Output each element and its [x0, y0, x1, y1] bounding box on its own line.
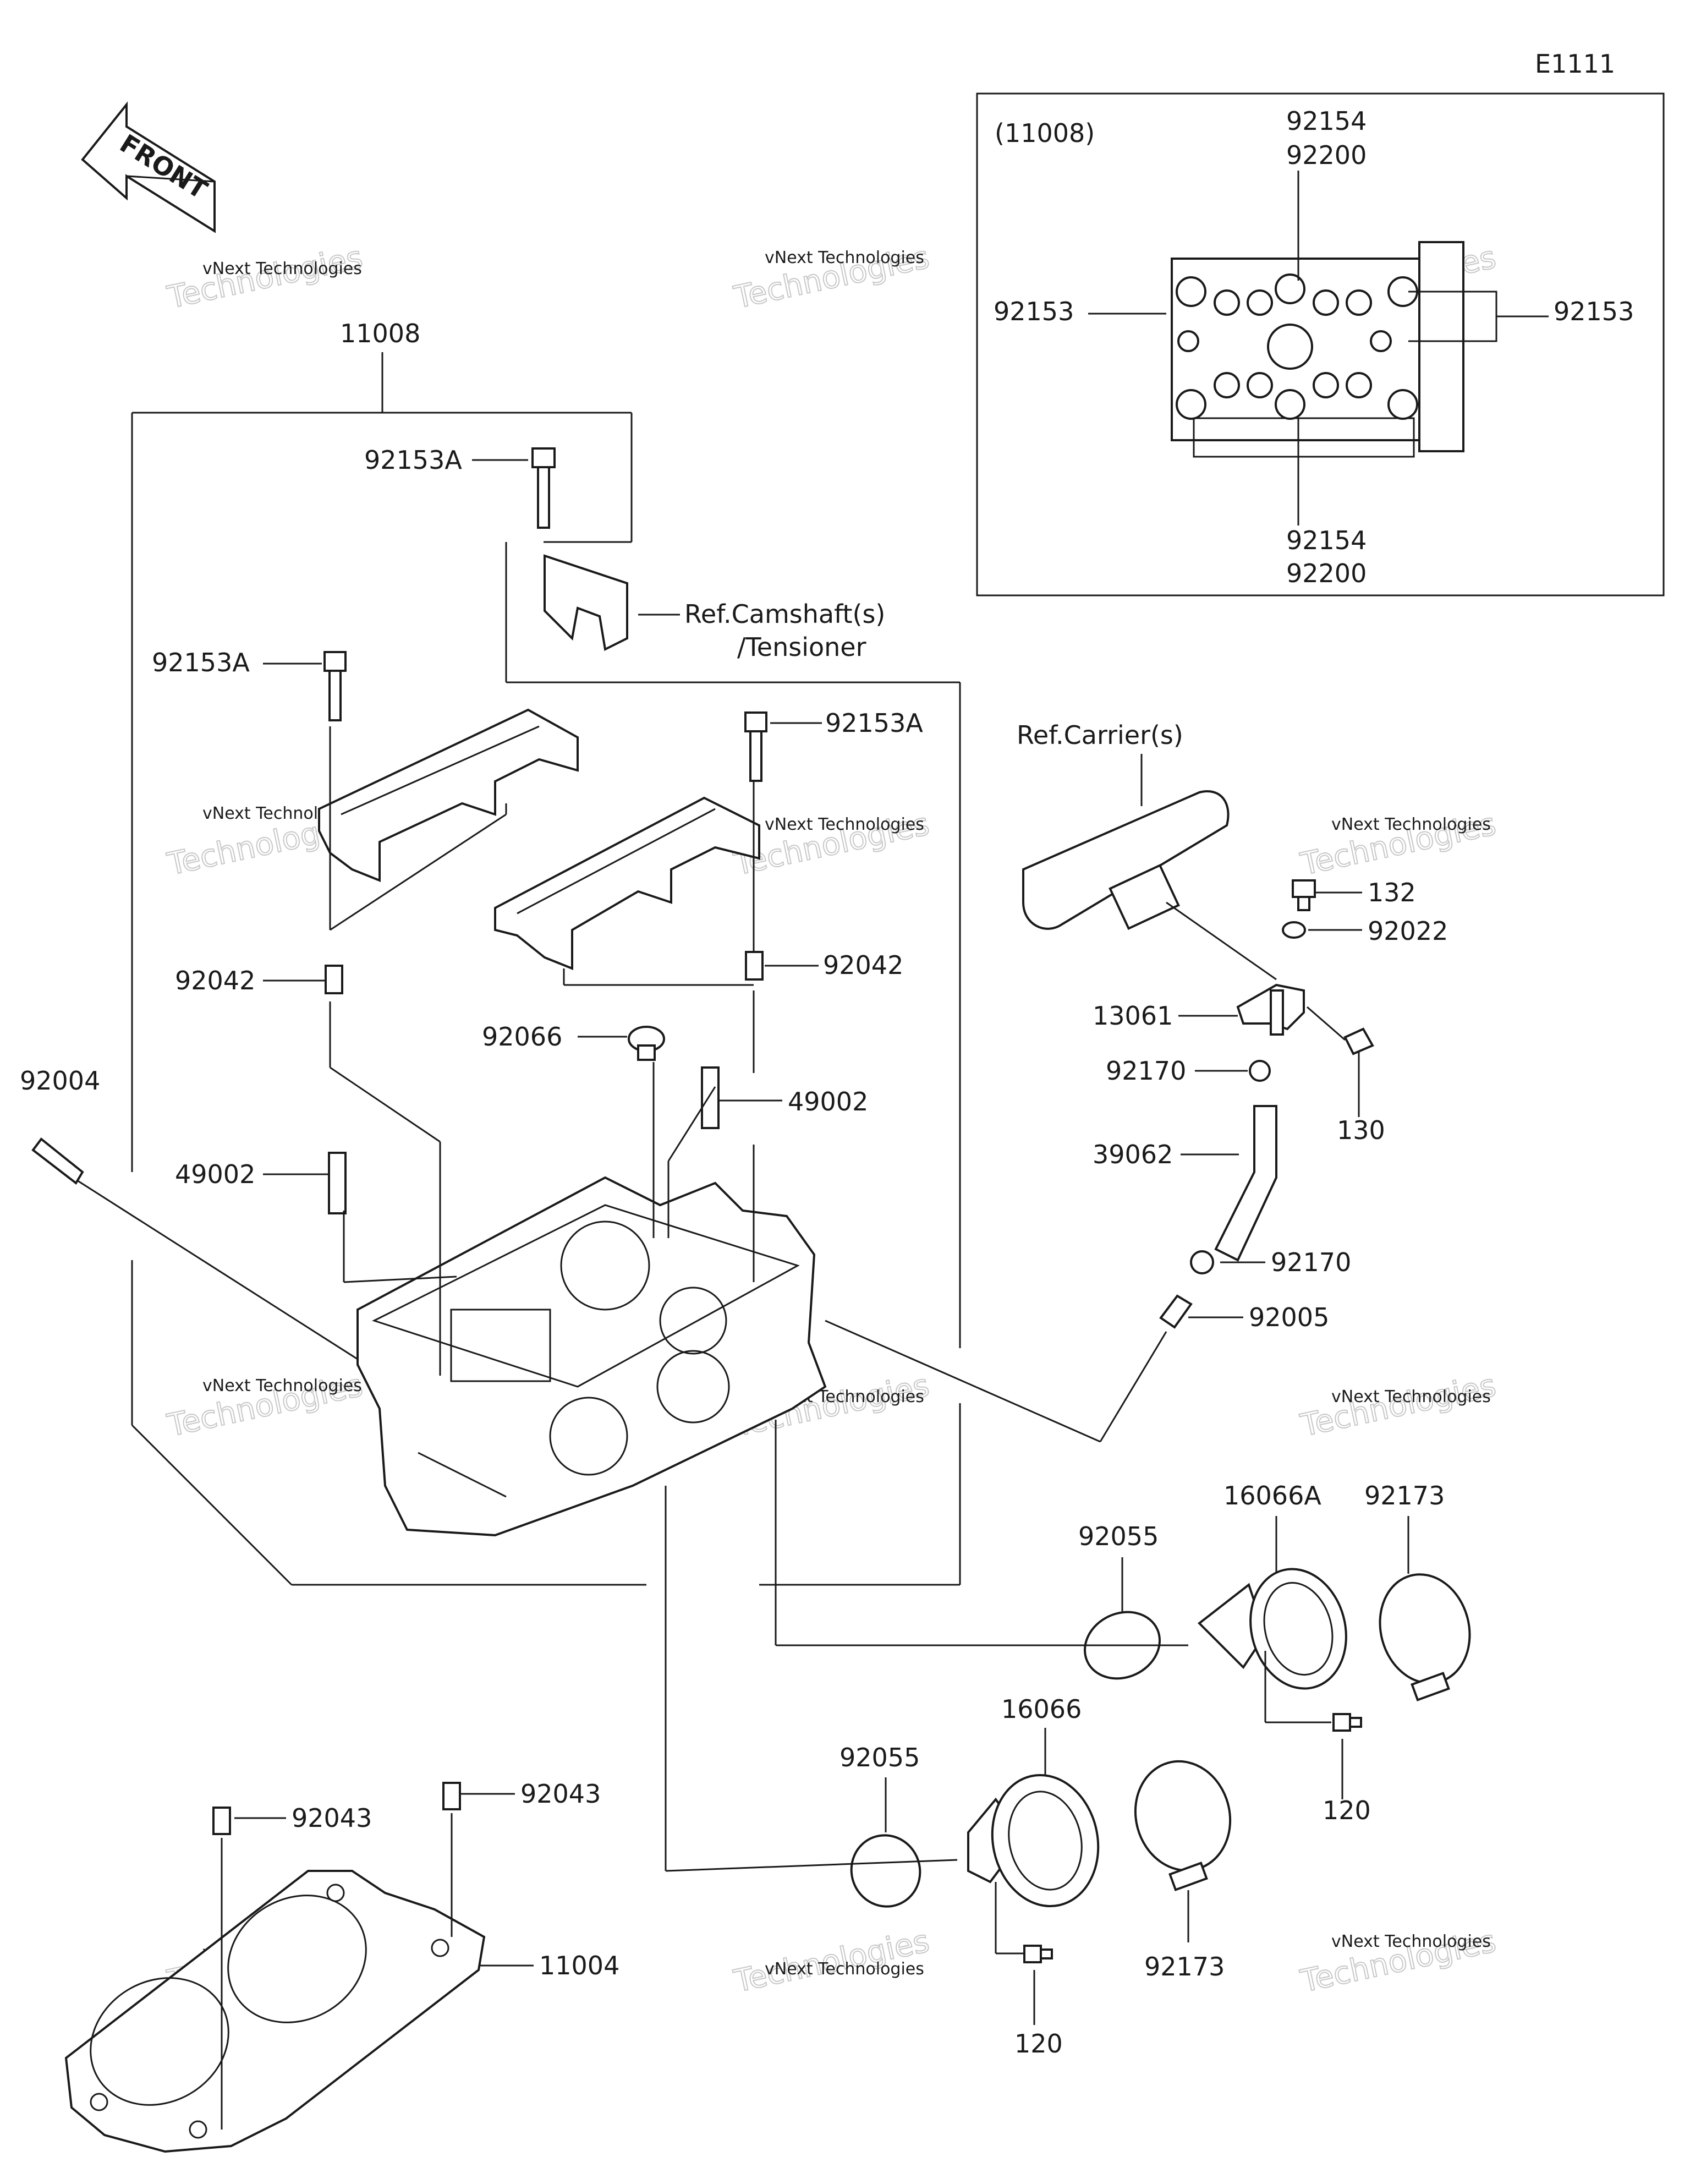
- callout-frame-lines: [131, 352, 961, 1586]
- stud-92004: [31, 1137, 84, 1185]
- label-92005: 92005: [1249, 1302, 1329, 1332]
- watermark-text: vNext Technologies: [765, 815, 924, 834]
- cylinder-head-top-view: [1171, 241, 1464, 458]
- oring-92055-lower: [850, 1834, 921, 1908]
- cylinder-head: [356, 1176, 827, 1537]
- label-120-upper: 120: [1323, 1796, 1371, 1825]
- label-92173-lower: 92173: [1144, 1952, 1225, 1982]
- dowel-92043-left: [212, 1807, 231, 1835]
- label-92055-upper: 92055: [1078, 1521, 1159, 1551]
- dowel-92043-right: [442, 1782, 461, 1810]
- screw-120-upper: [1332, 1713, 1362, 1732]
- label-92170-upper: 92170: [1106, 1056, 1186, 1086]
- label-13061: 13061: [1093, 1001, 1173, 1031]
- bolt-130: [1343, 1027, 1374, 1055]
- dowel-92042-right: [745, 951, 764, 981]
- band-92173-upper: [1379, 1573, 1471, 1701]
- camshaft-bracket-ref: [544, 554, 628, 651]
- label-130: 130: [1337, 1115, 1385, 1145]
- inset-box: (11008) 92154 92200 92154 92200 92153 92…: [976, 92, 1665, 596]
- label-11008: 11008: [340, 319, 420, 348]
- inset-left-label: 92153: [994, 297, 1074, 326]
- label-92170-lower: 92170: [1271, 1247, 1351, 1277]
- holder-16066a: [1197, 1568, 1347, 1690]
- inset-top-label-1: 92154: [1286, 106, 1367, 136]
- label-92042-right: 92042: [823, 950, 903, 980]
- watermark-text: vNext Technologies: [765, 1959, 924, 1979]
- plug-92066: [628, 1026, 665, 1061]
- label-92043-left: 92043: [292, 1803, 372, 1833]
- bolt-92153a-left: [323, 651, 347, 721]
- clamp-92170-upper: [1249, 1060, 1271, 1082]
- front-arrow-icon: FRONT: [81, 101, 216, 233]
- label-ref-tensioner: /Tensioner: [737, 632, 866, 662]
- carrier-ref: [1022, 790, 1230, 930]
- washer-92022: [1282, 921, 1306, 939]
- label-49002-left: 49002: [175, 1159, 255, 1189]
- screw-120-lower: [1023, 1945, 1053, 1963]
- label-ref-carrier: Ref.Carrier(s): [1017, 720, 1183, 750]
- bracket-13061: [1236, 983, 1305, 1036]
- inset-ref: (11008): [995, 118, 1095, 148]
- watermark-text: vNext Technologies: [202, 1376, 362, 1395]
- label-16066a: 16066A: [1223, 1481, 1321, 1510]
- inset-bottom-label-2: 92200: [1286, 559, 1367, 588]
- watermark-text: vNext Technologies: [1331, 1932, 1491, 1951]
- head-gasket-11004: [64, 1870, 486, 2153]
- hose-39062: [1214, 1105, 1277, 1262]
- inset-top-label-2: 92200: [1286, 140, 1367, 170]
- label-92055-lower: 92055: [839, 1743, 920, 1772]
- dowel-92042-left: [325, 965, 343, 994]
- label-120-lower: 120: [1014, 2029, 1063, 2059]
- band-92173-lower: [1134, 1760, 1232, 1891]
- diagram-id: E1111: [1535, 49, 1615, 79]
- watermark-text: vNext Technologies: [1331, 815, 1491, 834]
- inset-right-label: 92153: [1554, 297, 1634, 326]
- bolt-132: [1292, 879, 1316, 911]
- bolt-92153a-top: [531, 447, 556, 529]
- label-132: 132: [1368, 878, 1416, 907]
- label-39062: 39062: [1093, 1140, 1173, 1169]
- watermark-text: vNext Technologies: [1331, 1387, 1491, 1406]
- label-92173-upper: 92173: [1364, 1481, 1445, 1510]
- label-49002-right: 49002: [788, 1087, 868, 1116]
- fitting-92005: [1159, 1294, 1193, 1329]
- label-92153a-left: 92153A: [152, 648, 250, 677]
- label-11004: 11004: [539, 1951, 619, 1980]
- bolt-92153a-right: [744, 711, 767, 782]
- label-92153a-right: 92153A: [825, 708, 923, 738]
- camshaft-cap-right: [494, 796, 760, 970]
- label-92043-right: 92043: [520, 1779, 601, 1809]
- holder-16066: [967, 1774, 1100, 1908]
- inset-bottom-label-1: 92154: [1286, 526, 1367, 555]
- valve-guide-left: [328, 1152, 347, 1214]
- label-ref-camshaft: Ref.Camshaft(s): [684, 599, 885, 629]
- clamp-92170-lower: [1190, 1250, 1214, 1274]
- camshaft-cap-left: [318, 708, 579, 882]
- label-92153a-top: 92153A: [364, 445, 462, 475]
- label-92022: 92022: [1368, 916, 1448, 946]
- label-16066: 16066: [1001, 1694, 1082, 1724]
- valve-guide-right: [701, 1066, 720, 1129]
- watermark-text: vNext Technologies: [765, 248, 924, 267]
- label-92042-left: 92042: [175, 966, 255, 995]
- watermark-text: vNext Technologies: [202, 259, 362, 278]
- label-92066: 92066: [482, 1022, 562, 1052]
- label-92004: 92004: [20, 1066, 100, 1096]
